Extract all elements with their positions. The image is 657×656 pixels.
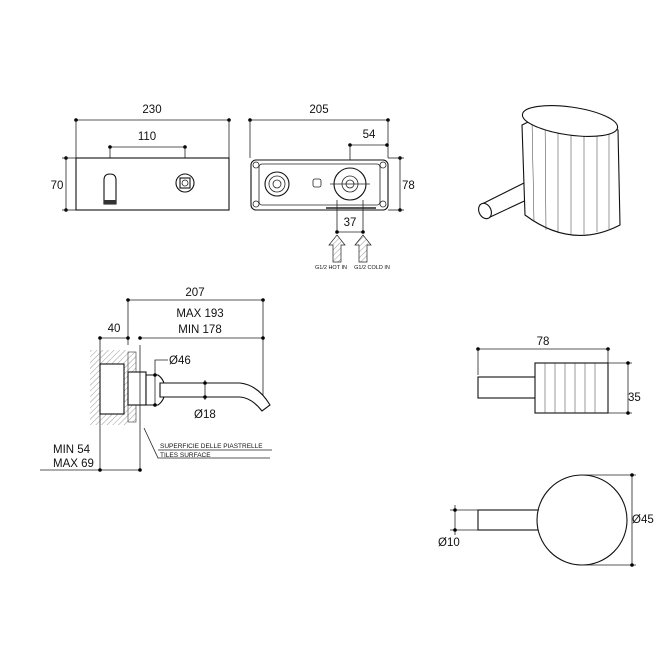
dim-box-width: 205 [309,104,328,116]
box-view: 205 54 78 37 G1/2 HOT IN G1/2 COLD IN [248,104,415,271]
wall-plate [75,157,230,211]
cold-inlet-arrow-icon [354,234,372,263]
spout [159,382,271,412]
surface-label-en: TILES SURFACE [160,452,211,459]
dim-handle-length: 78 [537,336,550,348]
dim-height: 70 [51,180,64,192]
dim-offset: 54 [363,129,376,141]
front-view: 230 110 70 [51,104,231,212]
dim-max-length: MAX 193 [176,308,223,320]
dim-spout-diameter: Ø18 [194,409,216,421]
dim-flange-diameter: Ø46 [169,355,191,367]
dim-total-length: 207 [185,287,204,299]
handle-side-view: 78 35 [476,336,641,415]
handle-perspective [478,105,621,236]
hot-inlet-arrow-icon [328,234,346,263]
dim-spacing: 110 [138,131,156,143]
dim-handle-diameter: Ø45 [632,514,654,526]
dim-inlet-spacing: 37 [344,217,357,229]
cold-inlet-label: G1/2 COLD IN [354,265,390,271]
dim-min-length: MIN 178 [178,324,221,336]
dim-depth: 40 [108,323,121,335]
dim-handle-height: 35 [628,392,641,404]
dim-lever-diameter: Ø10 [438,537,460,549]
side-view: 207 MAX 193 MIN 178 40 Ø46 Ø18 MIN 54 MA… [40,287,272,472]
dim-box-height: 78 [402,180,415,192]
hot-inlet-label: G1/2 HOT IN [315,265,347,271]
dim-width: 230 [142,104,161,116]
dim-wall-max: MAX 69 [53,458,94,470]
dim-wall-min: MIN 54 [53,444,91,456]
spout-outlet [103,173,117,205]
handle-end-view: Ø45 Ø10 [438,473,654,567]
surface-label-it: SUPERFICIE DELLE PIASTRELLE [160,443,263,450]
